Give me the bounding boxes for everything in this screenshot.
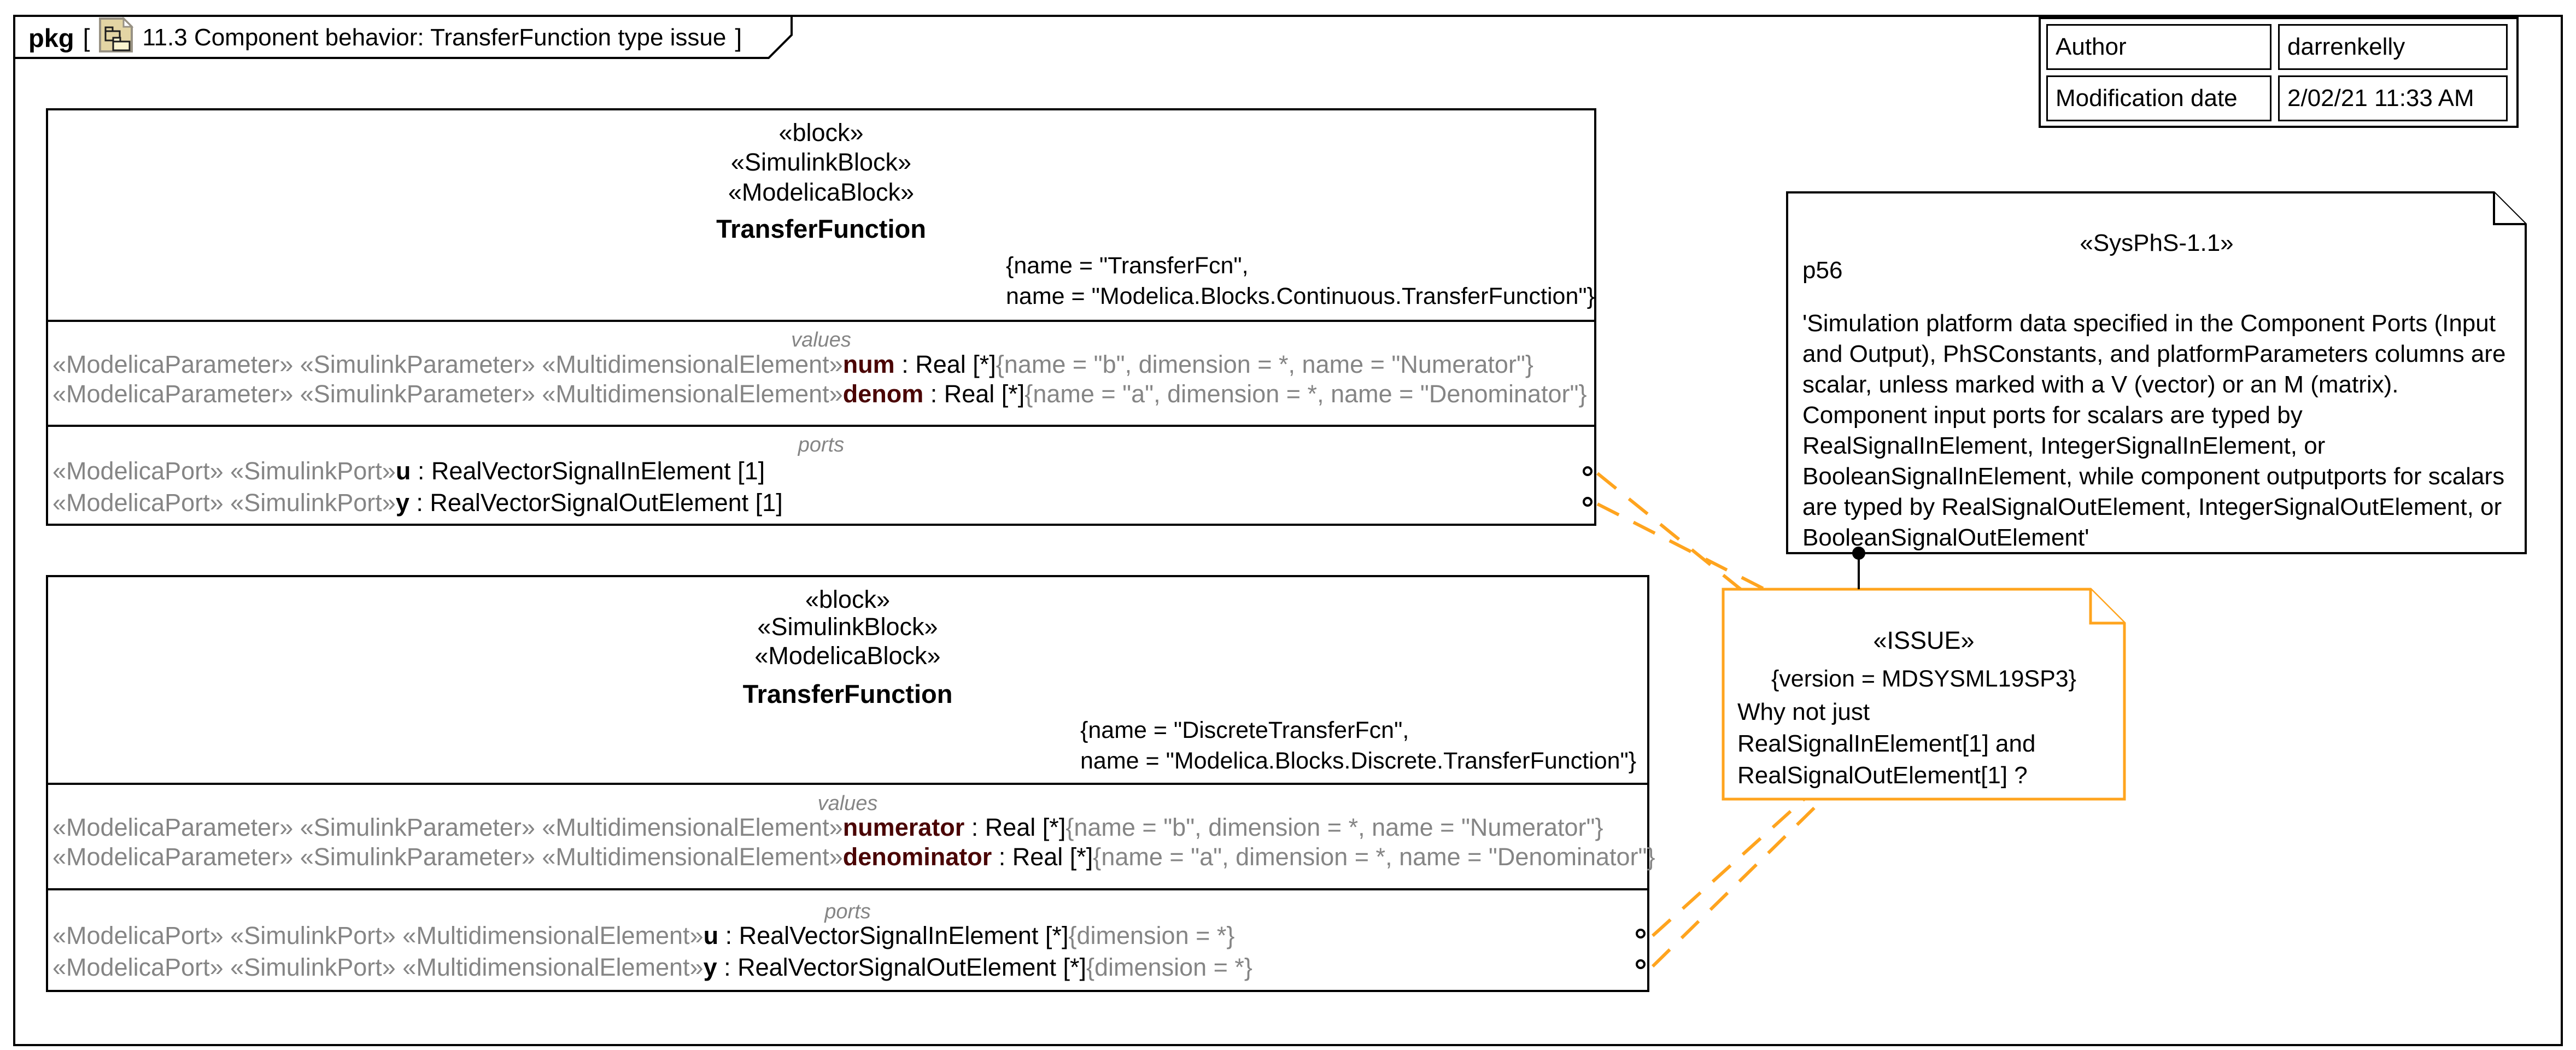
port-row-y[interactable]: «ModelicaPort» «SimulinkPort»y : RealVec…: [52, 488, 783, 518]
property-tag: {name = "a", dimension = *, name = "Deno…: [1024, 380, 1587, 408]
block1-values-compartment: values «ModelicaParameter» «SimulinkPara…: [48, 322, 1594, 427]
values-compartment-label: values: [817, 792, 878, 815]
port-name: u: [703, 922, 719, 949]
stereotype-block: «block»: [805, 585, 891, 613]
diagram-info-table[interactable]: Author darrenkelly Modification date 2/0…: [2039, 17, 2519, 128]
property-type: : Real [*]: [992, 843, 1093, 871]
port-tag: {dimension = *}: [1086, 953, 1252, 981]
tab-diagram-title: 11.3 Component behavior: TransferFunctio…: [142, 24, 727, 51]
property-name: num: [842, 350, 895, 378]
block-tag-values: {name = "DiscreteTransferFcn", name = "M…: [1080, 715, 1636, 776]
property-type: : Real [*]: [964, 813, 1066, 841]
issue-note-body-line: RealSignalInElement[1] and: [1737, 730, 2036, 757]
port-type: : RealVectorSignalOutElement [*]: [717, 953, 1086, 981]
block-tag-line: {name = "TransferFcn",: [1006, 253, 1249, 279]
ports-compartment-label: ports: [824, 900, 871, 923]
info-label-author: Author: [2046, 24, 2271, 70]
issue-connector-block1-y[interactable]: [1596, 502, 1767, 591]
tab-bracket-open: [: [83, 24, 90, 52]
property-tag: {name = "a", dimension = *, name = "Deno…: [1093, 843, 1655, 871]
diagram-frame: [13, 15, 2563, 1046]
issue-note-shape[interactable]: [1722, 588, 2126, 801]
tab-bracket-close: ]: [735, 24, 742, 52]
port-type: : RealVectorSignalInElement [*]: [718, 922, 1069, 949]
ports-compartment-label: ports: [798, 433, 845, 456]
stereotype-modelicablock: «ModelicaBlock»: [728, 178, 915, 206]
stereotype-text: «ModelicaPort» «SimulinkPort»: [52, 457, 396, 485]
property-type: : Real [*]: [923, 380, 1025, 408]
issue-connector-block2-y[interactable]: [1651, 798, 1824, 968]
stereotype-modelicablock: «ModelicaBlock»: [754, 642, 941, 670]
stereotype-text: «ModelicaParameter» «SimulinkParameter» …: [52, 813, 843, 841]
property-tag: {name = "b", dimension = *, name = "Nume…: [996, 350, 1533, 378]
issue-connector-block2-u[interactable]: [1651, 797, 1806, 937]
note-anchor-dot-icon: [1852, 547, 1865, 560]
block-name: TransferFunction: [716, 214, 926, 243]
sysphs-note-fold-icon: [2493, 192, 2526, 225]
sysphs-note-shape[interactable]: [1786, 191, 2527, 554]
block-name: TransferFunction: [742, 679, 953, 708]
issue-note-fold-icon: [2089, 589, 2124, 625]
port-tag: {dimension = *}: [1068, 922, 1235, 949]
port-name: u: [395, 457, 411, 485]
issue-connector-block1-u[interactable]: [1596, 472, 1742, 591]
stereotype-text: «ModelicaPort» «SimulinkPort»: [52, 489, 396, 517]
port-circle-block1-u[interactable]: [1583, 466, 1593, 476]
info-value-modification-date: 2/02/21 11:33 AM: [2278, 75, 2508, 121]
port-row-u[interactable]: «ModelicaPort» «SimulinkPort» «Multidime…: [52, 921, 1234, 951]
property-tag: {name = "b", dimension = *, name = "Nume…: [1065, 813, 1603, 841]
diagram-tab: pkg [ 11.3 Component behavior: TransferF…: [28, 16, 742, 59]
stereotype-block: «block»: [778, 119, 864, 146]
value-row-denom[interactable]: «ModelicaParameter» «SimulinkParameter» …: [52, 379, 1587, 409]
value-row-denominator[interactable]: «ModelicaParameter» «SimulinkParameter» …: [52, 842, 1655, 872]
info-label-modification-date: Modification date: [2046, 75, 2271, 121]
stereotype-text: «ModelicaParameter» «SimulinkParameter» …: [52, 350, 843, 378]
block-tag-line: name = "Modelica.Blocks.Discrete.Transfe…: [1080, 748, 1637, 774]
port-type: : RealVectorSignalOutElement [1]: [409, 489, 783, 517]
stereotype-text: «ModelicaParameter» «SimulinkParameter» …: [52, 843, 843, 871]
sysphs-note-body: 'Simulation platform data specified in t…: [1802, 310, 2506, 551]
port-row-u[interactable]: «ModelicaPort» «SimulinkPort»u : RealVec…: [52, 456, 765, 486]
property-name: numerator: [842, 813, 965, 841]
block-transferfunction-continuous[interactable]: «block» «SimulinkBlock» «ModelicaBlock» …: [46, 108, 1596, 526]
stereotype-simulinkblock: «SimulinkBlock»: [730, 148, 912, 176]
value-row-numerator[interactable]: «ModelicaParameter» «SimulinkParameter» …: [52, 813, 1603, 842]
block1-ports-compartment: ports «ModelicaPort» «SimulinkPort»u : R…: [48, 427, 1594, 524]
stereotype-text: «ModelicaPort» «SimulinkPort» «Multidime…: [52, 922, 704, 949]
port-circle-block2-y[interactable]: [1636, 959, 1646, 969]
block2-ports-compartment: ports «ModelicaPort» «SimulinkPort» «Mul…: [48, 890, 1647, 990]
property-name: denom: [842, 380, 924, 408]
property-type: : Real [*]: [894, 350, 996, 378]
block1-header-compartment: «block» «SimulinkBlock» «ModelicaBlock» …: [48, 110, 1595, 322]
block-tag-line: name = "Modelica.Blocks.Continuous.Trans…: [1006, 283, 1595, 309]
sysphs-note-stereotype: «SysPhS-1.1»: [2080, 230, 2234, 256]
block-tag-values: {name = "TransferFcn", name = "Modelica.…: [1006, 250, 1595, 312]
port-type: : RealVectorSignalInElement [1]: [411, 457, 765, 485]
port-row-y[interactable]: «ModelicaPort» «SimulinkPort» «Multidime…: [52, 953, 1252, 982]
port-name: y: [703, 953, 717, 981]
diagram-tab-shape: [13, 15, 793, 59]
property-name: denominator: [842, 843, 992, 871]
port-circle-block1-y[interactable]: [1583, 497, 1593, 507]
issue-note-version-tag: {version = MDSYSML19SP3}: [1771, 666, 2077, 692]
stereotype-text: «ModelicaPort» «SimulinkPort» «Multidime…: [52, 953, 704, 981]
values-compartment-label: values: [791, 329, 851, 351]
block2-header-compartment: «block» «SimulinkBlock» «ModelicaBlock» …: [48, 577, 1647, 785]
info-value-author: darrenkelly: [2278, 24, 2508, 70]
block2-values-compartment: values «ModelicaParameter» «SimulinkPara…: [48, 785, 1655, 890]
package-diagram-icon: [98, 16, 134, 59]
stereotype-simulinkblock: «SimulinkBlock»: [757, 613, 938, 641]
stereotype-text: «ModelicaParameter» «SimulinkParameter» …: [52, 380, 843, 408]
value-row-num[interactable]: «ModelicaParameter» «SimulinkParameter» …: [52, 350, 1533, 379]
block-transferfunction-discrete[interactable]: «block» «SimulinkBlock» «ModelicaBlock» …: [46, 575, 1655, 992]
issue-note-body-line: RealSignalOutElement[1] ?: [1737, 762, 2028, 789]
port-circle-block2-u[interactable]: [1636, 929, 1646, 938]
block-tag-line: {name = "DiscreteTransferFcn",: [1080, 717, 1409, 743]
tab-keyword: pkg: [28, 23, 74, 52]
issue-note-stereotype: «ISSUE»: [1873, 626, 1975, 654]
issue-note-body-line: Why not just: [1737, 699, 1870, 725]
sysphs-note-page-ref: p56: [1802, 257, 1843, 284]
port-name: y: [395, 489, 409, 517]
